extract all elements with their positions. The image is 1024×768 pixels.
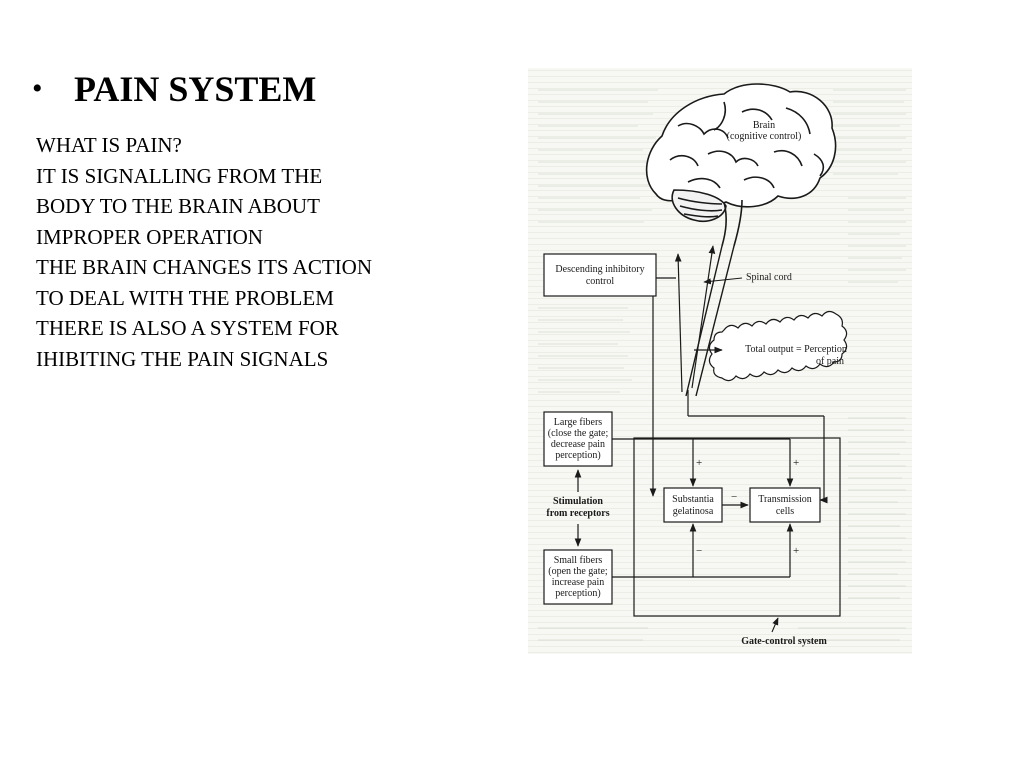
small-fibers-label-3: increase pain [552,577,604,588]
body-line: IHIBITING THE PAIN SIGNALS [36,346,329,371]
transmission-label: Transmission [758,494,812,505]
large-fibers-label-3: decrease pain [551,439,605,450]
substantia-label: Substantia [672,494,714,505]
transmission-cells-box [749,487,821,523]
total-output-cloud [708,310,848,382]
body-line: TO DEAL WITH THE PROBLEM [36,285,334,310]
descending-label: Descending inhibitory [555,264,644,275]
slide-title: PAIN SYSTEM [74,69,317,109]
body-line: IT IS SIGNALLING FROM THE [36,163,323,188]
brain-label: Brain [753,120,775,131]
body-line: THERE IS ALSO A SYSTEM FOR [36,316,339,340]
gate-label-pointer [771,617,779,633]
small-fibers-label-4: perception) [555,588,601,599]
gate-control-boundary [633,437,841,617]
slide-heading: • PAIN SYSTEM [32,68,316,110]
gate-control-label: Gate-control system [741,636,827,647]
spinal-cord [685,245,735,397]
sg-to-tc-sign: − [731,491,737,503]
large-fibers-label-4: perception) [555,450,601,461]
body-line: WHAT IS PAIN? [36,133,182,157]
small-to-sg-sign: − [696,545,702,557]
spinal-cord-label: Spinal cord [746,272,792,283]
small-fibers-box [543,549,613,605]
spinal-cord-pointer [703,277,743,285]
large-fibers-box [543,411,613,467]
substantia-label-sub: gelatinosa [673,506,714,517]
gate-control-diagram: Brain (cognitive control) Spinal cord De… [528,68,912,654]
descending-inhibitory-box [543,253,657,297]
body-line: IMPROPER OPERATION [36,224,263,249]
large-to-tc-sign: + [793,457,799,469]
diagram-svg: Brain (cognitive control) Spinal cord De… [528,68,912,654]
descending-label-sub: control [586,276,615,287]
slide-body: WHAT IS PAIN? IT IS SIGNALLING FROM THE … [36,130,372,374]
faint-background-text [538,89,906,641]
stimulation-label-sub: from receptors [546,508,609,519]
large-fibers-label-2: (close the gate; [548,428,609,439]
small-fibers-label-2: (open the gate; [548,566,608,577]
bullet-icon: • [32,72,43,105]
transmission-label-sub: cells [776,506,794,517]
brain-label-sub: (cognitive control) [727,131,802,142]
ascending-pathway-arrow [691,245,716,389]
descending-pathway-arrow [674,253,683,393]
small-to-tc-sign: + [793,545,799,557]
body-line: BODY TO THE BRAIN ABOUT [36,194,320,218]
brain-illustration [645,83,837,247]
large-to-sg-sign: + [696,457,702,469]
output-label: Total output = Perception [745,344,847,355]
output-label-sub: of pain [816,356,844,367]
stimulation-label: Stimulation [553,496,603,507]
body-line: THE BRAIN CHANGES ITS ACTION [36,255,372,279]
large-fibers-label: Large fibers [554,417,603,428]
small-fibers-label: Small fibers [554,555,603,566]
